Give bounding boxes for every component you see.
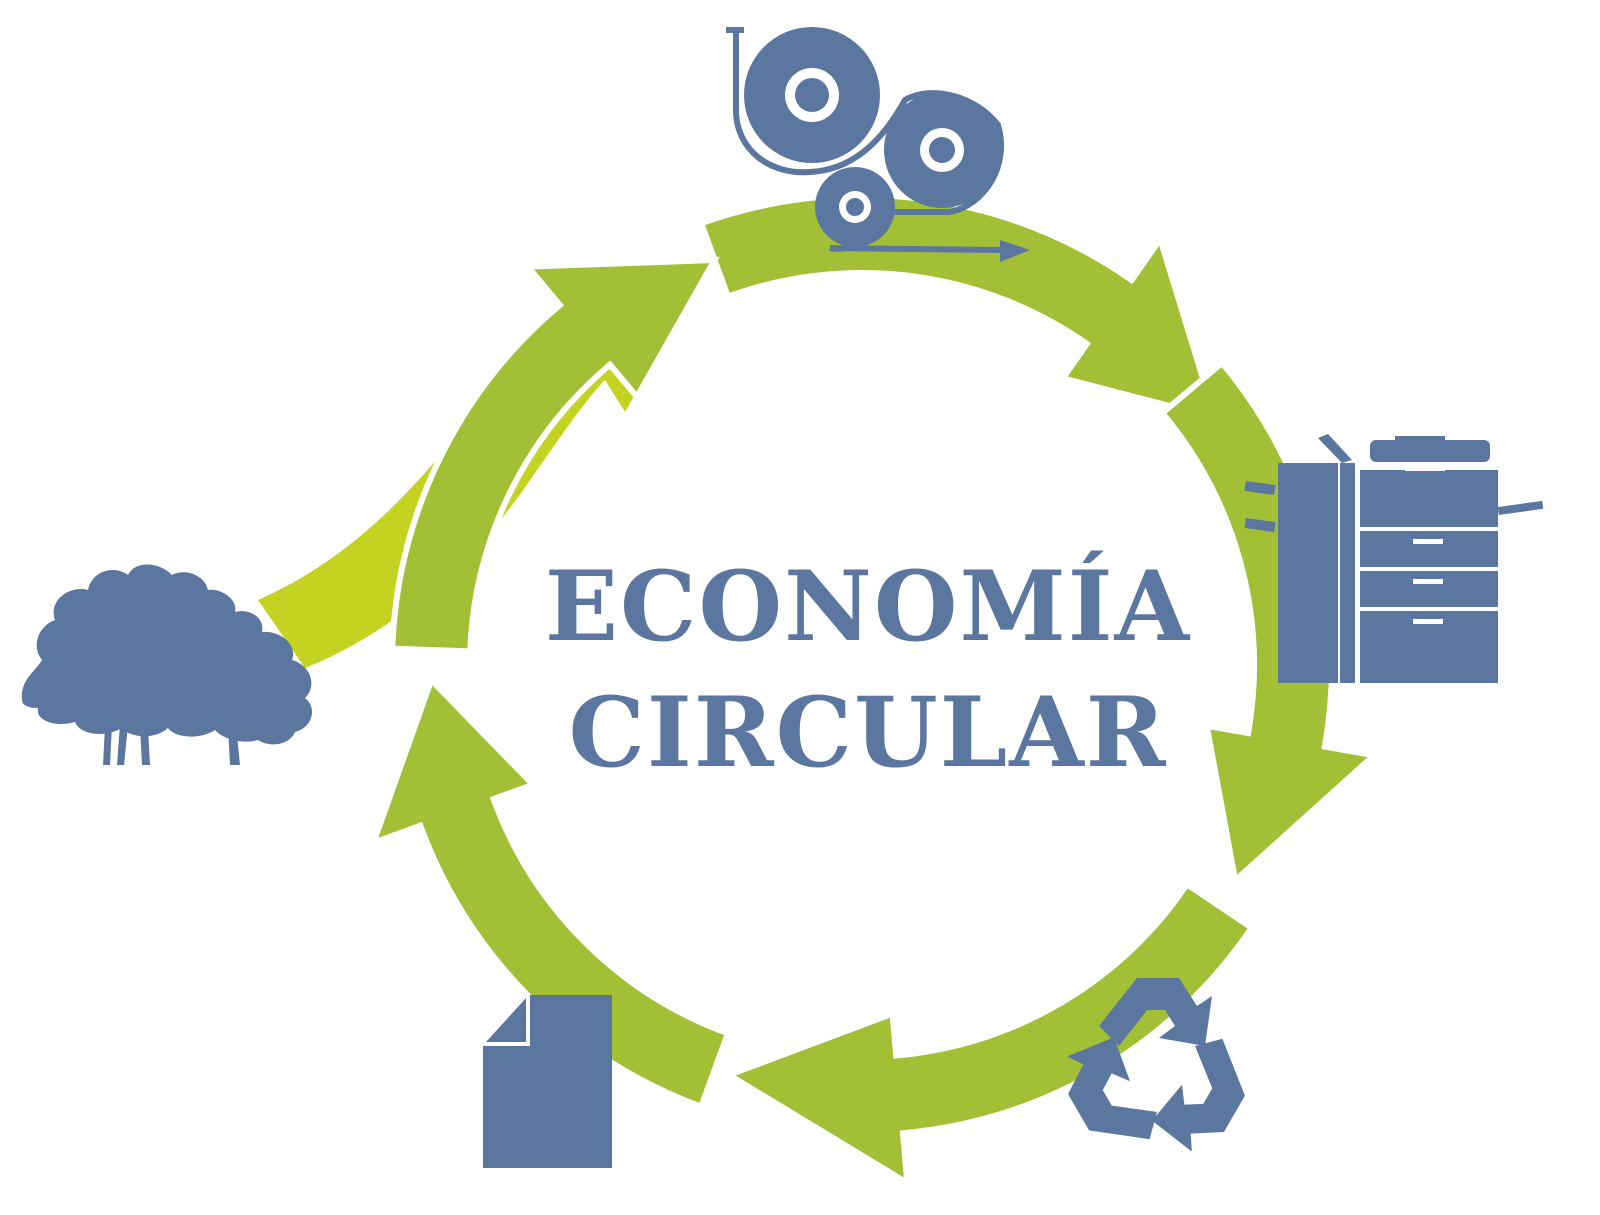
cycle-arrow-5 — [389, 256, 720, 655]
paper-rolls-icon — [726, 27, 1030, 262]
document-icon — [483, 995, 612, 1168]
copier-printer-icon — [1244, 434, 1544, 683]
recycle-arrow-3 — [1067, 1037, 1157, 1140]
tree-icon — [21, 564, 313, 765]
title-line-1: ECONOMÍA — [545, 550, 1191, 663]
title-line-2: CIRCULAR — [569, 676, 1168, 789]
recycle-icon — [1067, 978, 1245, 1152]
recycle-arrow-1 — [1099, 978, 1212, 1046]
cycle-arrow-3 — [721, 880, 1256, 1189]
recycle-arrow-2 — [1152, 1038, 1245, 1152]
cycle-arrow-1 — [697, 192, 1220, 423]
